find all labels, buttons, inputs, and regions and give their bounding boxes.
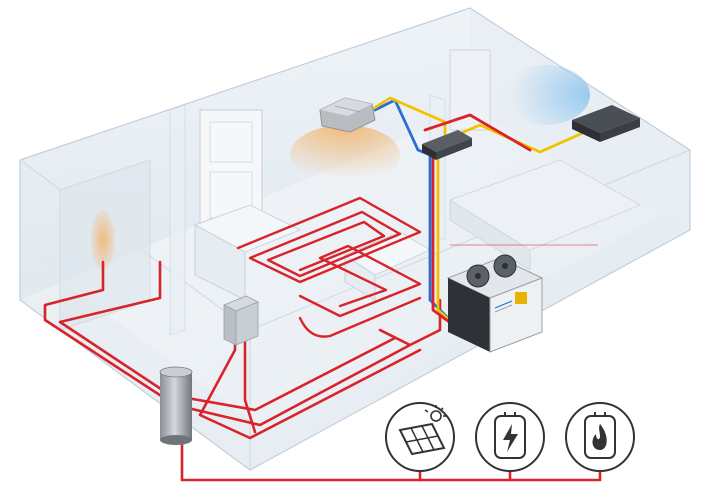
shell-outline [19,7,691,471]
hot-water-tank [159,366,193,445]
solar-panel-icon [385,402,455,472]
ceiling-cassette-unit [319,97,376,133]
gas-boiler-icon [565,402,635,472]
building-shell [19,7,691,471]
cool-air-flow [500,65,590,125]
shell-edge [249,149,691,331]
door-panel [209,121,253,163]
warm-air-flow [290,125,400,185]
interior-partition [169,104,186,336]
heating-riser [423,113,532,152]
wall-heater-glow [91,210,115,270]
hydro-module [422,130,472,160]
control-cabinet [223,295,259,346]
wardrobe [449,49,491,131]
ducted-indoor-unit [572,105,640,142]
underfloor-heating-loop [236,196,422,338]
unit-logo [515,292,527,304]
outdoor-unit [446,254,544,353]
electric-boiler-icon [475,402,545,472]
bed-side [449,199,531,271]
